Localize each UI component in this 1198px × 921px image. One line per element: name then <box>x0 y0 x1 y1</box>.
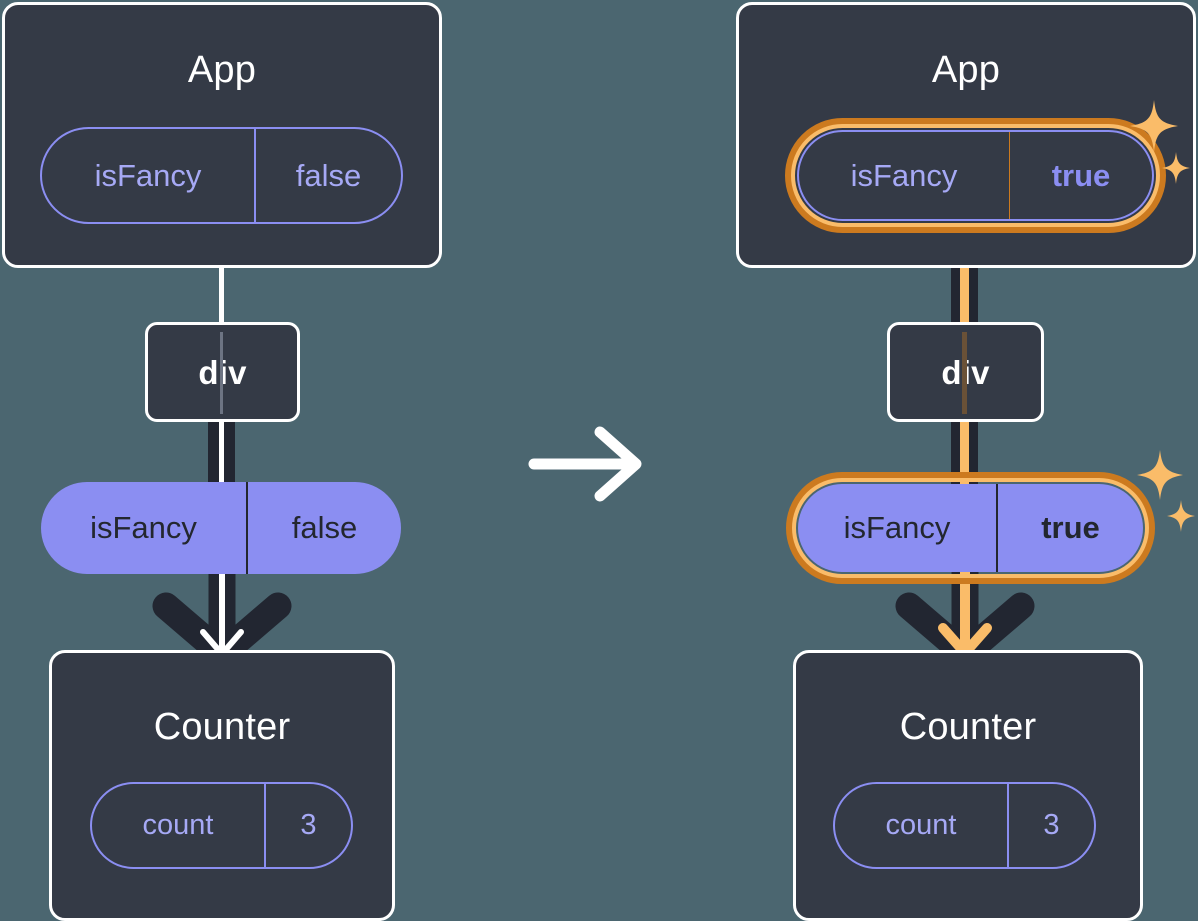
transition-right-arrow-icon <box>528 426 642 502</box>
prop-pill-key-right: isFancy <box>843 510 951 545</box>
edge-ghost-through-div-left <box>220 332 223 414</box>
component-title-counter-left: Counter <box>153 706 291 748</box>
highlight-ring-state-pill-app-right <box>785 118 1166 233</box>
state-pill-value-counter-left: 3 <box>264 784 351 867</box>
state-pill-key-counter-right: count <box>885 809 957 841</box>
edge-div-to-prop-core-right <box>960 414 969 494</box>
edge-app-to-div-core-right <box>960 214 969 326</box>
state-pill-key-counter-left: count <box>142 809 214 841</box>
state-pill-key-app-right: isFancy <box>799 132 1010 219</box>
state-pill-counter-left[interactable]: count 3 <box>90 782 353 869</box>
sparkle-icon-app-right <box>1130 100 1190 184</box>
prop-pill-left[interactable]: isFancy false <box>41 482 401 574</box>
state-pill-value-counter-right: 3 <box>1007 784 1094 867</box>
edge-app-to-div-left <box>219 262 224 326</box>
component-title-app-right: App <box>931 49 1001 91</box>
prop-pill-value-right: true <box>996 484 1143 572</box>
sparkle-icon-prop-right <box>1137 450 1195 532</box>
prop-pill-right[interactable]: isFancy true <box>798 484 1143 572</box>
state-pill-app-right[interactable]: isFancy true <box>797 130 1154 221</box>
state-pill-value-app-right: true <box>1051 157 1111 193</box>
state-pill-app-left[interactable]: isFancy false <box>40 127 403 224</box>
state-pill-counter-right[interactable]: count 3 <box>833 782 1096 869</box>
prop-pill-value-left: false <box>246 482 401 574</box>
highlight-ring-prop-pill-right <box>786 472 1155 584</box>
edge-ghost-through-div-right <box>962 332 967 414</box>
edge-div-to-prop-core-left <box>219 414 224 494</box>
component-title-app-left: App <box>187 49 257 91</box>
component-title-counter-right: Counter <box>899 706 1037 748</box>
prop-pill-key-left: isFancy <box>90 510 197 545</box>
state-pill-value-app-left: false <box>254 129 401 222</box>
state-pill-key-app-left: isFancy <box>94 157 202 193</box>
